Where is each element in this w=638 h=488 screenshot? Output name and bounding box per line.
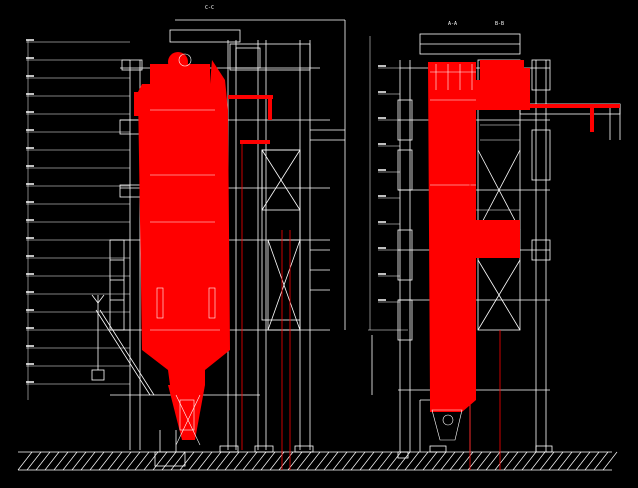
- view-label-right-a: A-A: [448, 21, 458, 27]
- right-red-lines: [469, 110, 501, 470]
- hatch-line: [62, 451, 78, 471]
- hatch-line: [593, 451, 609, 471]
- hatch-line: [35, 451, 51, 471]
- hatch-line: [512, 451, 528, 471]
- hatch-line: [413, 451, 429, 471]
- hatch-line: [152, 451, 168, 471]
- hatch-line: [53, 451, 69, 471]
- hatch-line: [521, 451, 537, 471]
- hatch-line: [215, 451, 231, 471]
- right-furnace-body: [428, 60, 620, 412]
- hatch-line: [530, 451, 546, 471]
- hatch-line: [431, 451, 447, 471]
- hatch-line: [242, 451, 258, 471]
- hatch-line: [584, 451, 600, 471]
- hatch-line: [305, 451, 321, 471]
- hatch-line: [224, 451, 240, 471]
- hatch-line: [80, 451, 96, 471]
- hatch-line: [278, 451, 294, 471]
- hatch-line: [449, 451, 465, 471]
- hatch-line: [485, 451, 501, 471]
- hatch-line: [107, 451, 123, 471]
- hatch-line: [314, 451, 330, 471]
- hatch-line: [98, 451, 114, 471]
- view-label-left: C-C: [205, 5, 215, 11]
- hatch-line: [197, 451, 213, 471]
- hatch-line: [494, 451, 510, 471]
- hatch-line: [566, 451, 582, 471]
- hatch-line: [503, 451, 519, 471]
- hatch-line: [26, 451, 42, 471]
- hatch-line: [161, 451, 177, 471]
- hatch-line: [539, 451, 555, 471]
- left-furnace-body: [134, 52, 273, 440]
- hatch-line: [89, 451, 105, 471]
- hatch-line: [440, 451, 456, 471]
- hatch-line: [206, 451, 222, 471]
- right-boiler-view: [368, 33, 621, 470]
- right-callout-lines: [368, 36, 408, 331]
- hatch-line: [143, 451, 159, 471]
- hatch-line: [233, 451, 249, 471]
- hatch-line: [251, 451, 267, 471]
- hatch-line: [125, 451, 141, 471]
- hatch-line: [557, 451, 573, 471]
- hatch-line: [422, 451, 438, 471]
- hatch-line: [602, 451, 618, 471]
- hatch-line: [341, 451, 357, 471]
- left-red-lines: [241, 140, 291, 470]
- hatch-line: [386, 451, 402, 471]
- hatch-line: [17, 451, 33, 471]
- hatch-line: [188, 451, 204, 471]
- hatch-line: [377, 451, 393, 471]
- hatch-line: [350, 451, 366, 471]
- left-furnace-details: [150, 53, 220, 446]
- view-label-right-b: B-B: [495, 21, 505, 27]
- hatch-line: [134, 451, 150, 471]
- hatch-line: [296, 451, 312, 471]
- hatch-line: [575, 451, 591, 471]
- hatch-line: [359, 451, 375, 471]
- hatch-line: [323, 451, 339, 471]
- hatch-line: [260, 451, 276, 471]
- hatch-line: [170, 451, 186, 471]
- left-boiler-view: [26, 19, 346, 470]
- hatch-line: [71, 451, 87, 471]
- hatch-line: [548, 451, 564, 471]
- hatch-line: [458, 451, 474, 471]
- hatch-line: [476, 451, 492, 471]
- hatch-line: [404, 451, 420, 471]
- hatch-line: [368, 451, 384, 471]
- hatch-line: [332, 451, 348, 471]
- right-furnace-details: [430, 64, 520, 441]
- hatch-line: [44, 451, 60, 471]
- ground-hatch: [17, 451, 618, 471]
- hatch-line: [116, 451, 132, 471]
- hatch-line: [179, 451, 195, 471]
